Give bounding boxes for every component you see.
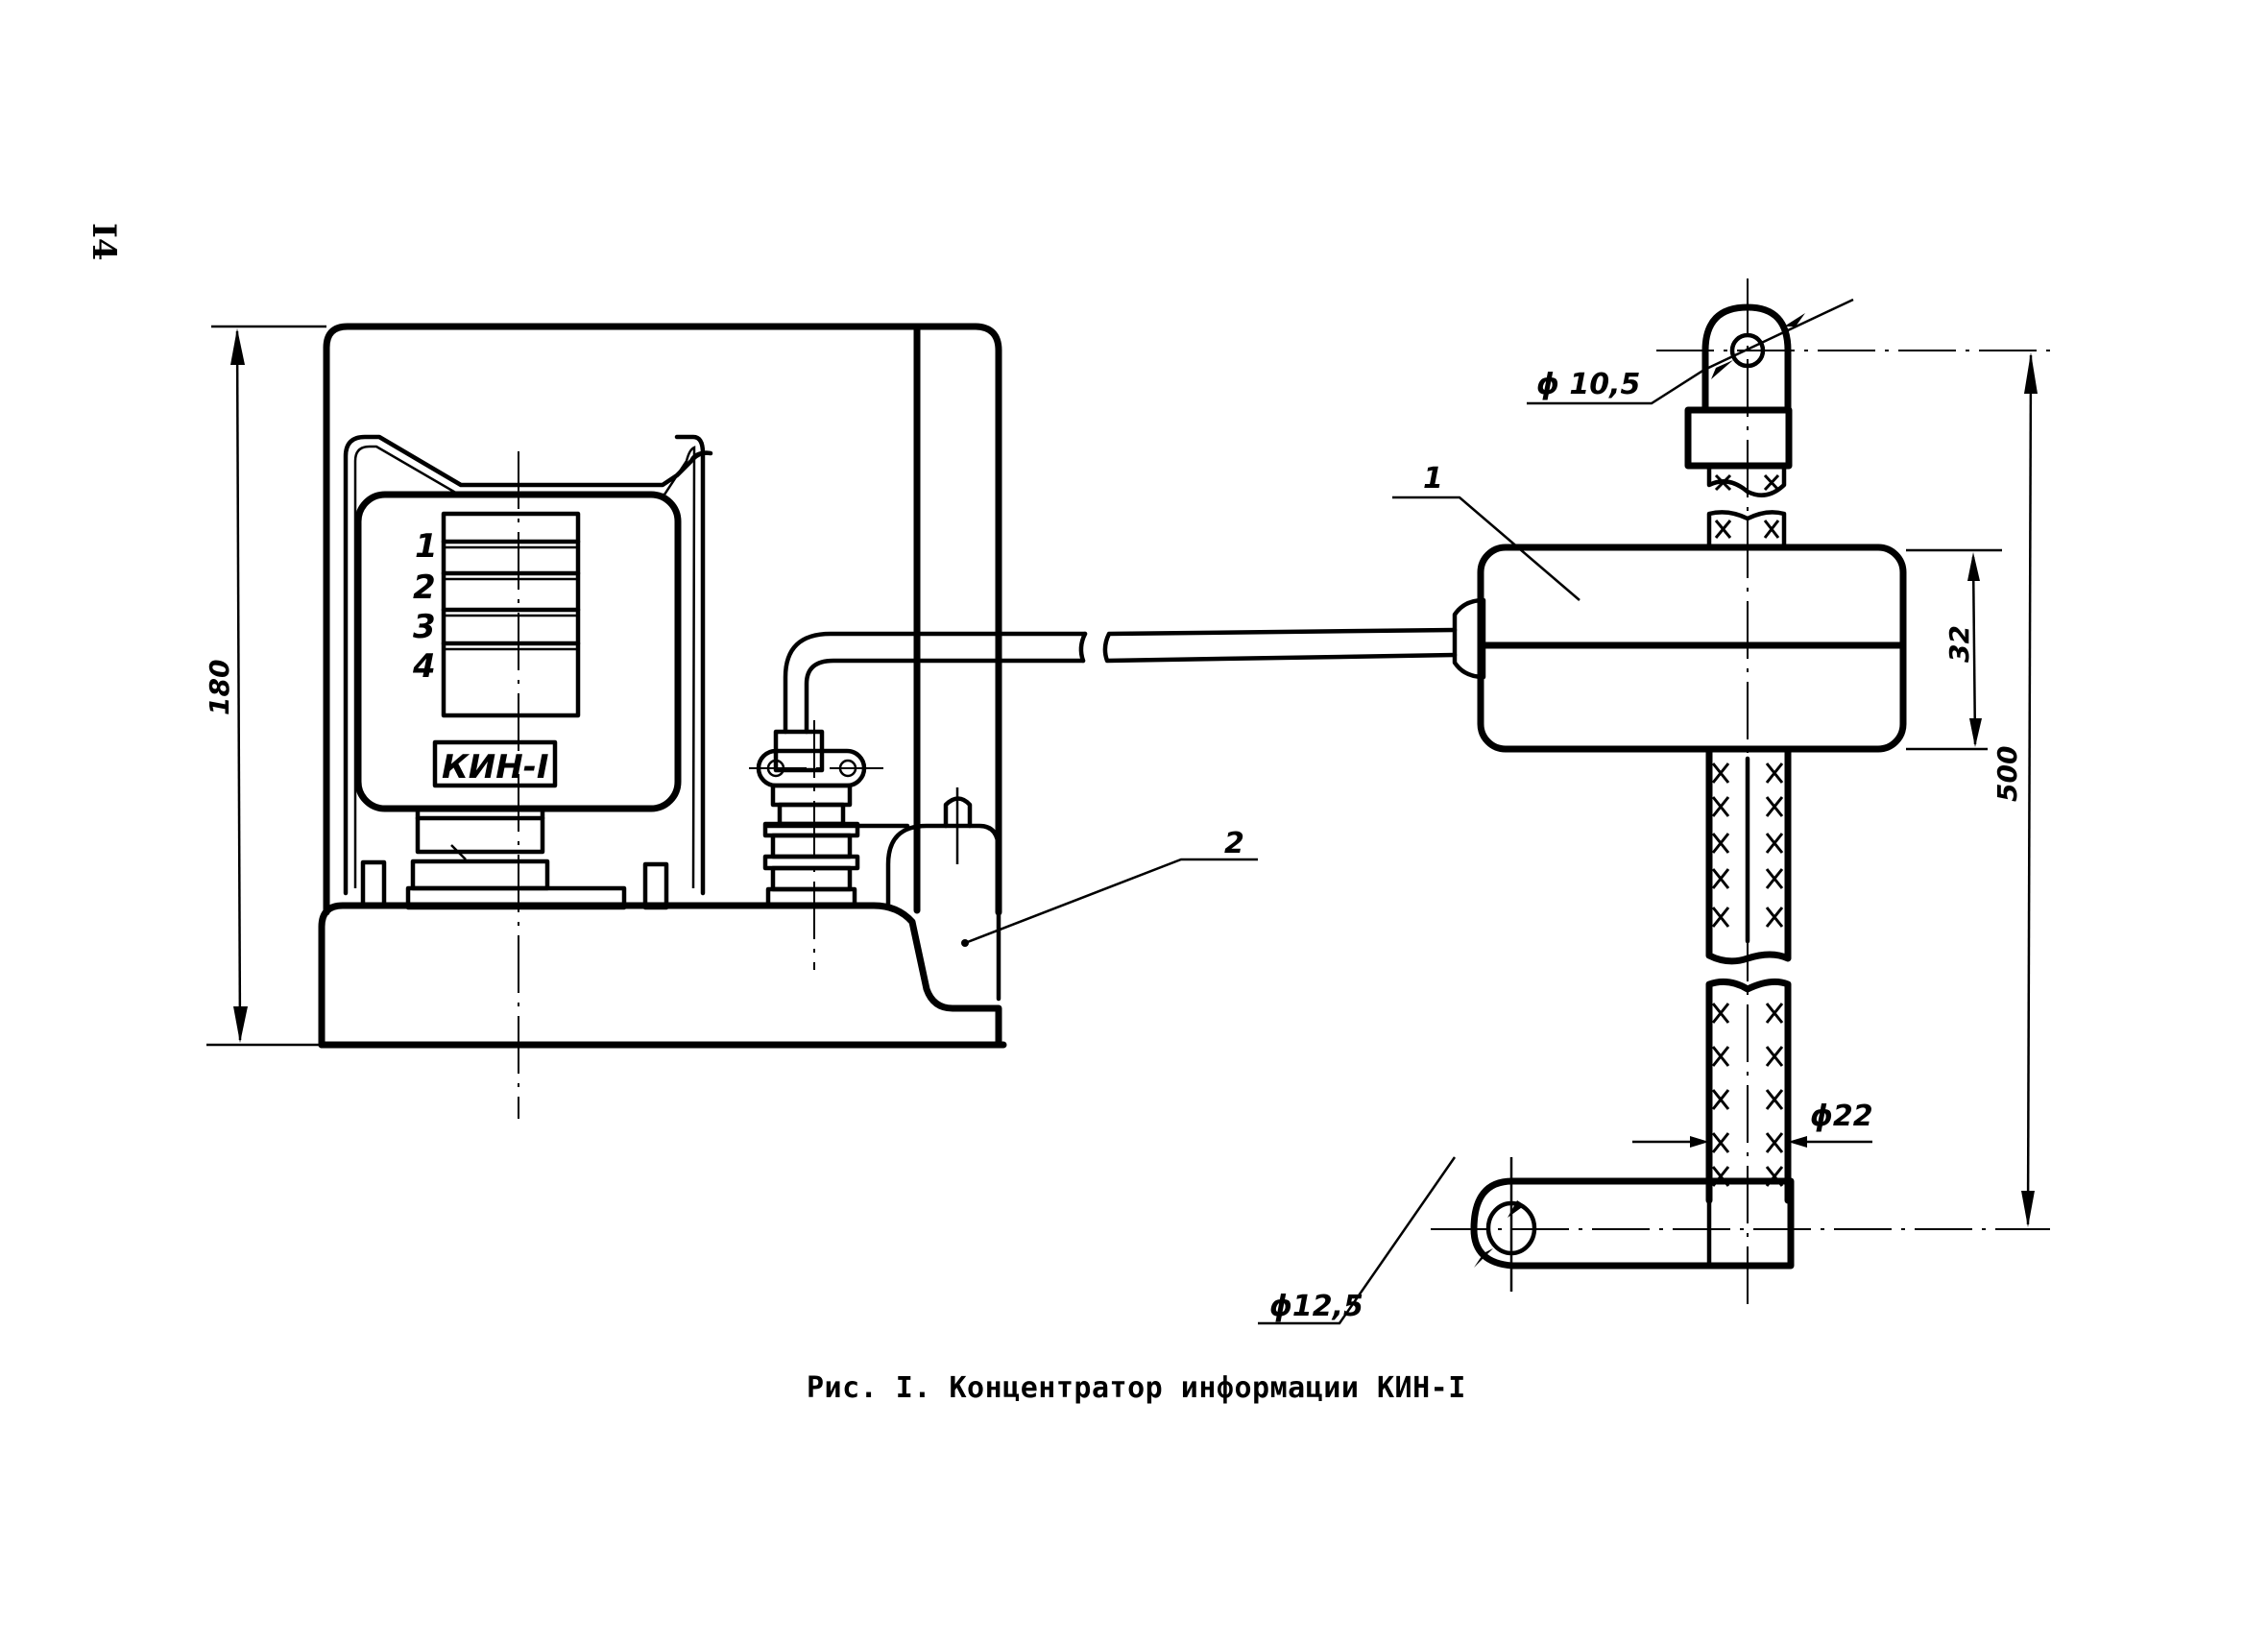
channel-label-3: 3 xyxy=(413,608,436,646)
cable xyxy=(783,631,1088,735)
hole-bottom-leader xyxy=(1258,1156,1457,1325)
top-ferrule xyxy=(1684,406,1793,470)
channel-indicator-stack xyxy=(441,511,581,718)
channel-label-2: 2 xyxy=(413,568,436,607)
rod-lower xyxy=(1705,978,1792,1204)
terminal-box xyxy=(885,823,1001,1002)
callout-1-leader xyxy=(1392,496,1580,601)
concentrator-unit: 1 2 3 4 КИН-I xyxy=(204,323,1486,1119)
callout-2-label: 2 xyxy=(1224,827,1244,860)
dimension-line-500 xyxy=(2026,354,2033,1225)
callout-1-label: 1 xyxy=(1423,462,1443,496)
hole-top-diameter-label: ϕ 10,5 xyxy=(1536,368,1640,401)
hole-top-leader xyxy=(1527,298,1854,405)
panel-neck xyxy=(415,806,545,855)
sensor-assembly: 32 500 ϕ 10,5 ϕ12,5 ϕ22 1 xyxy=(1258,278,2050,1325)
clip-left xyxy=(360,859,387,908)
dimension-500-label: 500 xyxy=(1991,746,2023,802)
dimension-line-32 xyxy=(1971,556,1977,745)
name-plate xyxy=(432,739,558,788)
figure-caption: Рис. I. Концентратор информации КИН-I xyxy=(807,1371,1466,1405)
cable-break-left xyxy=(1078,631,1088,664)
hole-bottom-diameter-label: ϕ12,5 xyxy=(1269,1290,1363,1323)
cable-connector xyxy=(756,729,867,908)
dimension-line-180 xyxy=(235,330,242,1041)
dimension-180-label: 180 xyxy=(204,660,235,715)
dimension-32-label: 32 xyxy=(1943,625,1975,663)
clip-right xyxy=(642,861,669,910)
channel-label-4: 4 xyxy=(412,647,436,686)
callout-2-leader xyxy=(964,858,1258,945)
cable-segment-right xyxy=(1102,627,1458,664)
rod-hatching xyxy=(1711,762,1784,1187)
base xyxy=(318,902,1002,1049)
bracket-frame-outer xyxy=(343,434,713,896)
tube-diameter-label: ϕ22 xyxy=(1810,1100,1873,1133)
channel-label-1: 1 xyxy=(415,527,438,566)
device-name-label: КИН-I xyxy=(442,748,548,786)
housing-outline xyxy=(323,323,1002,916)
